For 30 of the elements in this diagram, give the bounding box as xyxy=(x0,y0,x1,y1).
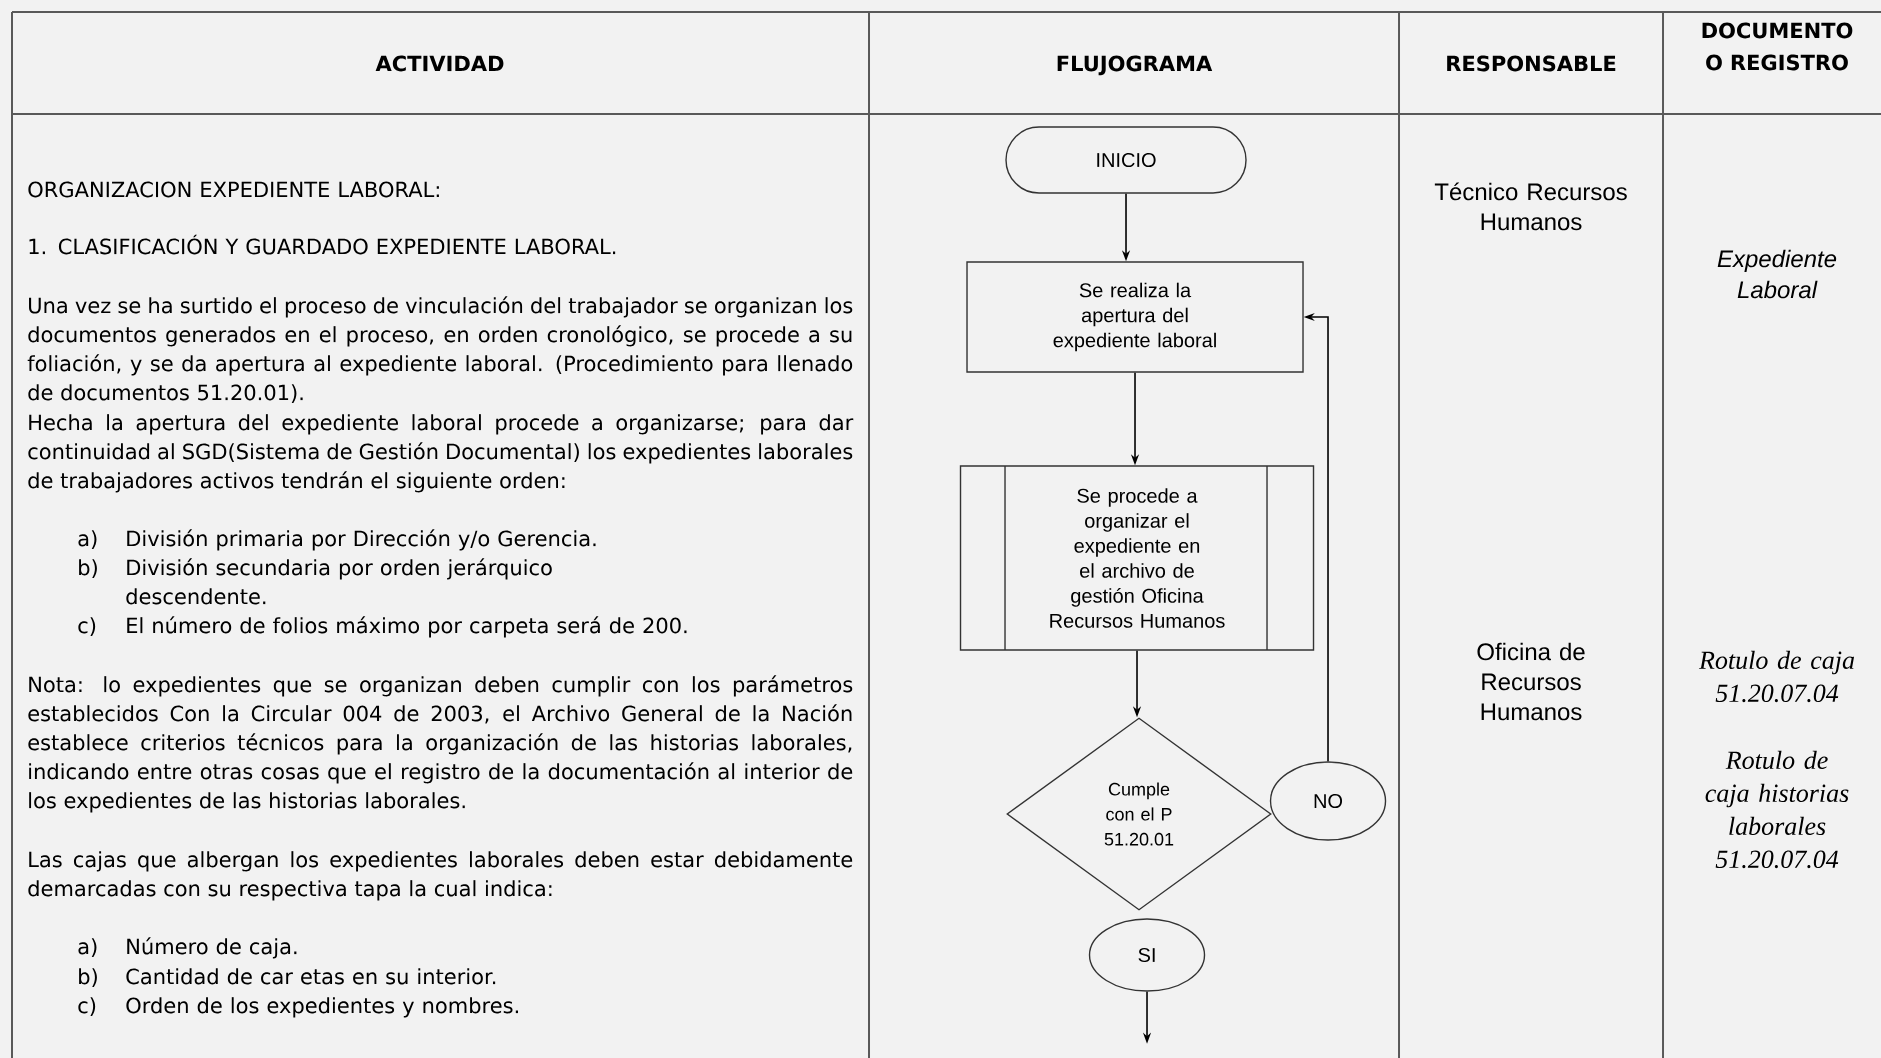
paragraph: Las cajas que albergan los expedientes laborales deben estar debidamente demarcadas con su respectiva tapa la cual indica: xyxy=(28,851,853,901)
list-marker: b) xyxy=(79,968,97,987)
list-marker: c) xyxy=(78,617,96,636)
responsible-text: Técnico Recursos Humanos xyxy=(1434,182,1627,231)
list-item: División primaria por Dirección y/o Gerencia. xyxy=(127,529,596,551)
responsible-text: Oficina de Recursos Humanos xyxy=(1477,642,1585,721)
list-item: Orden de los expedientes y nombres. xyxy=(126,997,518,1018)
document-text: Rotulo de caja historias laborales 51.20.07.04 xyxy=(1705,750,1849,869)
predefined-process-box: Se procede a organizar el expediente en el archivo de gestión Oficina Recursos Humanos xyxy=(959,465,1315,651)
list-marker: a) xyxy=(78,530,97,549)
document-text: Rotulo de caja 51.20.07.04 xyxy=(1698,650,1855,703)
list-marker: c) xyxy=(78,997,96,1016)
list-marker: a) xyxy=(78,938,97,957)
paragraph: Nota: lo expedientes que se organizan deben cumplir con los parámetros establecidos Con la Circular 004 de 2003, el Archivo General de la Nación establece criterios técnicos para la organización de las historias laborales, indicando entre otras cosas que el registro de la documentación al interior de los expedientes de las historias laborales. xyxy=(28,675,853,813)
column-header: ACTIVIDAD xyxy=(375,55,504,72)
paragraph: Una vez se ha surtido el proceso de vinculación del trabajador se organizan los documentos generados en el proceso, en orden cronológico, se procede a su foliación, y se da apertura al expediente laboral. (Procedimiento para llenado de documentos 51.20.01). xyxy=(27,296,853,403)
section-heading: ORGANIZACION EXPEDIENTE LABORAL: xyxy=(28,181,439,198)
column-header: DOCUMENTO O REGISTRO xyxy=(1702,22,1853,71)
list-item: El número de folios máximo por carpeta será de 200. xyxy=(127,616,687,638)
document-text: Expediente Laboral xyxy=(1717,249,1837,299)
paragraph: Hecha la apertura del expediente laboral procede a organizarse; para dar continuidad al SGD(Sistema de Gestión Documental) los expedientes laborales de trabajadores activos tendrán el siguiente orden: xyxy=(28,414,854,493)
list-marker: b) xyxy=(79,559,97,578)
column-header: FLUJOGRAMA xyxy=(1057,55,1213,76)
section-heading: 1. CLASIFICACIÓN Y GUARDADO EXPEDIENTE LABORAL. xyxy=(29,234,616,255)
start-terminator: INICIO xyxy=(1005,126,1247,194)
list-item: Número de caja. xyxy=(127,937,297,959)
process-box: Se realiza la apertura del expediente laboral xyxy=(966,261,1304,373)
list-item: División secundaria por orden jerárquico descendente. xyxy=(126,558,552,605)
column-header: RESPONSABLE xyxy=(1447,55,1616,72)
list-item: Cantidad de car etas en su interior. xyxy=(126,968,496,985)
